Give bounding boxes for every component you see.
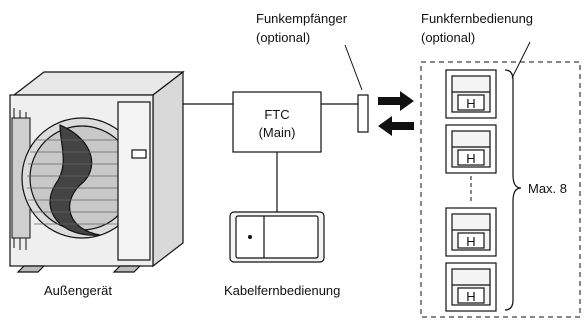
wireless-remote-2 bbox=[445, 124, 497, 174]
wireless-remote-4-letter: H bbox=[466, 289, 475, 304]
remote-label-2: (optional) bbox=[421, 30, 475, 45]
receiver-callout bbox=[344, 44, 363, 91]
wireless-remote-3-letter: H bbox=[466, 234, 475, 249]
max-label: Max. 8 bbox=[528, 181, 567, 196]
wiring bbox=[183, 103, 358, 214]
ftc-box bbox=[232, 91, 322, 153]
remote-label-1: Funkfernbedienung bbox=[421, 11, 533, 26]
arrow-left-icon bbox=[378, 116, 414, 136]
wireless-receiver-icon bbox=[357, 94, 369, 133]
wireless-remote-1-letter: H bbox=[466, 96, 475, 111]
receiver-label-1: Funkempfänger bbox=[256, 11, 348, 26]
outdoor-unit-label: Außengerät bbox=[44, 283, 112, 298]
wireless-remote-1 bbox=[445, 69, 497, 119]
wireless-remote-3 bbox=[445, 207, 497, 257]
wired-remote-label: Kabelfernbedienung bbox=[224, 283, 340, 298]
arrow-right-icon bbox=[378, 91, 414, 111]
signal-arrows bbox=[378, 91, 414, 136]
wireless-remote-2-letter: H bbox=[466, 151, 475, 166]
outdoor-unit-icon bbox=[9, 70, 185, 273]
remote-callout bbox=[511, 41, 531, 79]
ftc-label-1: FTC bbox=[264, 107, 289, 122]
wireless-remote-4 bbox=[445, 262, 497, 312]
receiver-label-2: (optional) bbox=[256, 30, 310, 45]
wired-remote-icon bbox=[229, 211, 325, 263]
ftc-label-2: (Main) bbox=[259, 125, 296, 140]
max-count-brace bbox=[504, 69, 522, 311]
